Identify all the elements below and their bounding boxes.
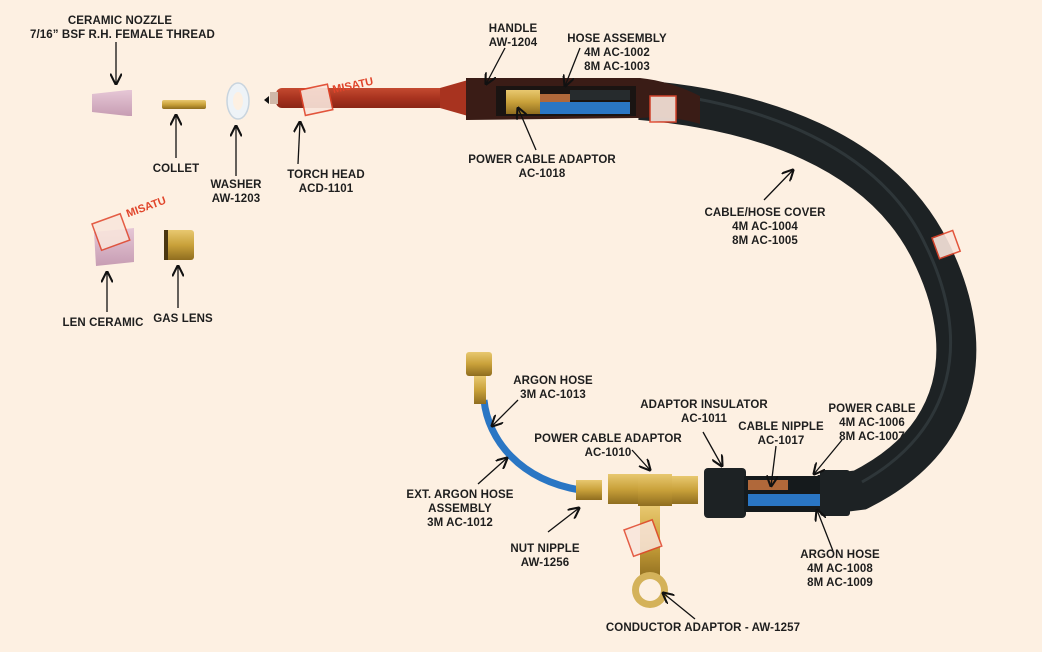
label-line: WASHER [210, 179, 262, 191]
label-line: 8M AC-1003 [584, 61, 650, 73]
label-line: CABLE NIPPLE [738, 421, 824, 433]
label-line: 8M AC-1009 [807, 577, 873, 589]
label-cable-nipple: CABLE NIPPLE AC-1017 [734, 420, 828, 448]
label-line: POWER CABLE [828, 403, 916, 415]
watermark-adaptor [623, 518, 663, 558]
label-line: CERAMIC NOZZLE [67, 15, 173, 27]
label-collet: COLLET [146, 162, 206, 176]
label-line: 8M AC-1007 [839, 431, 905, 443]
arrow-power-cable-adaptor-top [518, 108, 537, 151]
label-line: 8M AC-1005 [732, 235, 798, 247]
label-argon-hose: ARGON HOSE 4M AC-1008 8M AC-1009 [790, 548, 890, 590]
label-line: ASSEMBLY [428, 503, 492, 515]
label-line: ADAPTOR INSULATOR [640, 399, 768, 411]
label-power-cable-adaptor-bottom: POWER CABLE ADAPTOR AC-1010 [528, 432, 688, 460]
watermark-handle [649, 95, 677, 123]
label-line: HOSE ASSEMBLY [567, 33, 667, 45]
label-argon-hose-ext: ARGON HOSE 3M AC-1013 [508, 374, 598, 402]
label-line: TORCH HEAD [287, 169, 365, 181]
label-cable-hose-cover: CABLE/HOSE COVER 4M AC-1004 8M AC-1005 [700, 206, 830, 248]
label-washer: WASHER AW-1203 [206, 178, 266, 206]
label-line: HANDLE [488, 23, 538, 35]
label-line: ACD-1101 [298, 183, 354, 195]
label-line: 4M AC-1008 [807, 563, 873, 575]
ext-argon-hose-shape [480, 399, 581, 494]
watermark-cable [931, 229, 962, 260]
label-line: AC-1018 [518, 168, 566, 180]
argon-fitting-top [466, 352, 492, 404]
gas-lens-edge [164, 230, 168, 260]
label-line: 4M AC-1006 [839, 417, 905, 429]
arrow-power-cable-adaptor-bottom [631, 449, 650, 470]
label-power-cable-adaptor-top: POWER CABLE ADAPTOR AC-1018 [462, 153, 622, 181]
label-line: LEN CERAMIC [62, 317, 144, 329]
label-adaptor-insulator: ADAPTOR INSULATOR AC-1011 [634, 398, 774, 426]
label-line: 4M AC-1004 [732, 221, 798, 233]
svg-text:MISATU: MISATU [125, 195, 168, 220]
adaptor-insulator-shape [704, 468, 850, 518]
label-nut-nipple: NUT NIPPLE AW-1256 [500, 542, 590, 570]
arrow-argon-hose [817, 510, 834, 552]
label-len-ceramic: LEN CERAMIC [58, 316, 148, 330]
cable-hose-cover-shape [638, 80, 977, 515]
ceramic-nozzle-shape [92, 90, 132, 116]
label-line: AW-1204 [488, 37, 538, 49]
label-line: AW-1203 [211, 193, 261, 205]
watermark-torch: MISATU [299, 76, 375, 117]
label-line: EXT. ARGON HOSE [406, 489, 514, 501]
label-handle: HANDLE AW-1204 [478, 22, 548, 50]
gas-lens-shape [164, 230, 194, 260]
label-line: 3M AC-1012 [427, 517, 493, 529]
label-conductor-adaptor: CONDUCTOR ADAPTOR - AW-1257 [598, 621, 808, 635]
arrow-hose-assembly [565, 47, 581, 86]
label-line: CONDUCTOR ADAPTOR - AW-1257 [605, 622, 801, 634]
collet-shape [162, 100, 206, 109]
label-line: POWER CABLE ADAPTOR [534, 433, 682, 445]
washer-hole [233, 92, 243, 110]
label-line: ARGON HOSE [800, 549, 880, 561]
label-line: AC-1017 [757, 435, 805, 447]
label-line: CABLE/HOSE COVER [704, 207, 826, 219]
label-line: AC-1011 [680, 413, 728, 425]
arrow-conductor-adaptor [663, 593, 696, 620]
label-line: ARGON HOSE [513, 375, 593, 387]
label-power-cable: POWER CABLE 4M AC-1006 8M AC-1007 [822, 402, 922, 444]
label-ext-argon-hose-assembly: EXT. ARGON HOSE ASSEMBLY 3M AC-1012 [400, 488, 520, 530]
label-line: AW-1256 [520, 557, 570, 569]
label-line: POWER CABLE ADAPTOR [468, 154, 616, 166]
arrow-handle [486, 47, 506, 84]
arrow-cable-nipple [771, 445, 776, 486]
arrow-torch-head [298, 122, 300, 165]
label-line: NUT NIPPLE [510, 543, 580, 555]
label-hose-assembly: HOSE ASSEMBLY 4M AC-1002 8M AC-1003 [562, 32, 672, 74]
label-line: COLLET [152, 163, 200, 175]
label-line: AC-1010 [584, 447, 632, 459]
arrow-nut-nipple [547, 508, 579, 533]
label-torch-head: TORCH HEAD ACD-1101 [276, 168, 376, 196]
arrow-adaptor-insulator [702, 431, 722, 466]
label-line: GAS LENS [153, 313, 213, 325]
label-line: 4M AC-1002 [584, 47, 650, 59]
arrow-power-cable [814, 439, 843, 474]
arrow-ext-argon-hose [477, 458, 507, 485]
label-line: 7/16” BSF R.H. FEMALE THREAD [30, 29, 215, 41]
label-ceramic-nozzle: CERAMIC NOZZLE 7/16” BSF R.H. FEMALE THR… [30, 14, 215, 42]
arrow-cable-hose-cover [763, 170, 793, 201]
label-gas-lens: GAS LENS [148, 312, 218, 326]
label-line: 3M AC-1013 [520, 389, 586, 401]
cable-highlight [649, 90, 953, 484]
arrow-argon-hose-ext [492, 399, 519, 426]
